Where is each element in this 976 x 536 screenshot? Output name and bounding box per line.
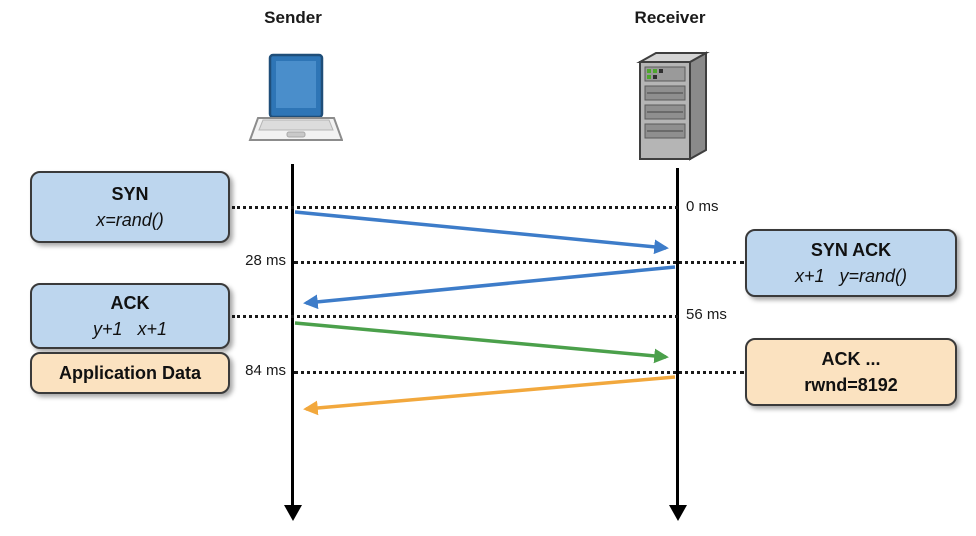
ack-box: ACK y+1 x+1	[30, 283, 230, 349]
laptop-icon	[248, 53, 343, 141]
receiver-lifeline	[676, 168, 679, 507]
sender-lifeline-arrowhead	[284, 505, 302, 521]
time-label-56ms: 56 ms	[686, 306, 727, 323]
ack-rwnd-box: ACK ... rwnd=8192	[745, 338, 957, 406]
syn-ack-arrow	[303, 265, 676, 310]
sender-lifeline	[291, 164, 294, 507]
syn-box: SYN x=rand()	[30, 171, 230, 243]
time-label-28ms: 28 ms	[245, 252, 286, 269]
time-label-0ms: 0 ms	[686, 198, 719, 215]
ack-rwnd-box-title: ACK ...	[821, 348, 881, 369]
timeline-28ms	[294, 261, 744, 264]
time-label-84ms: 84 ms	[245, 362, 286, 379]
sender-label: Sender	[264, 8, 322, 27]
ack-rwnd-arrow	[303, 375, 676, 416]
timeline-0ms	[232, 206, 678, 209]
syn-ack-box-detail: x+1 y=rand()	[794, 266, 908, 286]
timeline-56ms	[232, 315, 678, 318]
timeline-84ms	[294, 371, 744, 374]
ack-box-detail: y+1 x+1	[92, 319, 168, 339]
syn-box-detail: x=rand()	[96, 210, 164, 230]
receiver-label: Receiver	[634, 8, 706, 27]
ack-arrow	[294, 321, 669, 364]
syn-arrow	[294, 210, 669, 255]
syn-box-title: SYN	[111, 183, 149, 204]
ack-rwnd-box-detail: rwnd=8192	[804, 375, 898, 395]
application-data-box: Application Data	[30, 352, 230, 394]
receiver-lifeline-arrowhead	[669, 505, 687, 521]
syn-ack-box: SYN ACK x+1 y=rand()	[745, 229, 957, 297]
ack-box-title: ACK	[110, 292, 150, 313]
syn-ack-box-title: SYN ACK	[810, 239, 892, 260]
server-icon	[636, 51, 710, 161]
application-data-label: Application Data	[58, 362, 201, 383]
